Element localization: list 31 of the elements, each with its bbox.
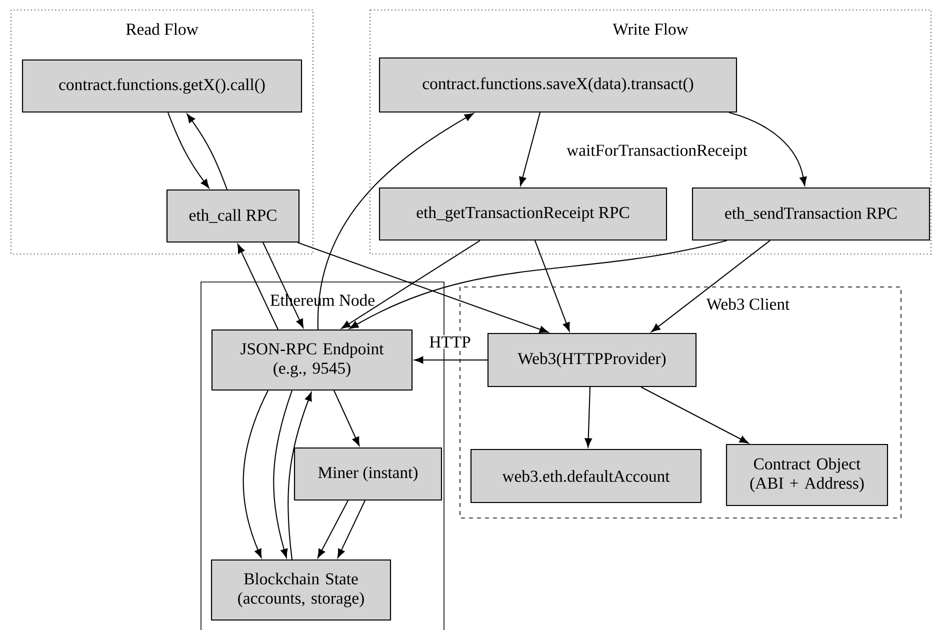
arrow: [273, 390, 292, 558]
process-box: JSON-RPC Endpoint (e.g., 9545): [211, 329, 413, 391]
arrow: [186, 114, 228, 190]
arrow: [168, 112, 210, 188]
arrow: [534, 240, 570, 332]
process-box: contract.functions.getX().call(): [22, 59, 302, 113]
arrow: [640, 386, 749, 444]
arrow: [297, 242, 548, 333]
arrow: [414, 356, 488, 364]
edge-label: HTTP: [428, 335, 472, 349]
process-box: web3.eth.defaultAccount: [470, 448, 702, 504]
arrow: [237, 244, 278, 330]
arrow: [288, 392, 312, 560]
process-box: Contract Object (ABI + Address): [726, 444, 888, 506]
process-box: Blockchain State (accounts, storage): [210, 559, 392, 621]
arrow: [334, 390, 360, 446]
arrow: [242, 390, 268, 558]
process-box: eth_call RPC: [166, 189, 300, 243]
arrow: [337, 500, 366, 558]
arrow: [519, 112, 541, 186]
process-box: Web3(HTTPProvider): [487, 332, 697, 388]
arrow: [318, 500, 348, 558]
arrow: [728, 112, 807, 186]
process-box: eth_getTransactionReceipt RPC: [378, 187, 668, 241]
edge-label: waitForTransactionReceipt: [565, 143, 749, 161]
arrow: [584, 387, 592, 448]
process-box: Miner (instant): [294, 447, 442, 501]
process-box: eth_sendTransaction RPC: [692, 187, 930, 241]
arrow: [317, 113, 474, 330]
process-box: contract.functions.saveX(data).transact(): [378, 57, 738, 113]
arrow: [341, 240, 480, 329]
